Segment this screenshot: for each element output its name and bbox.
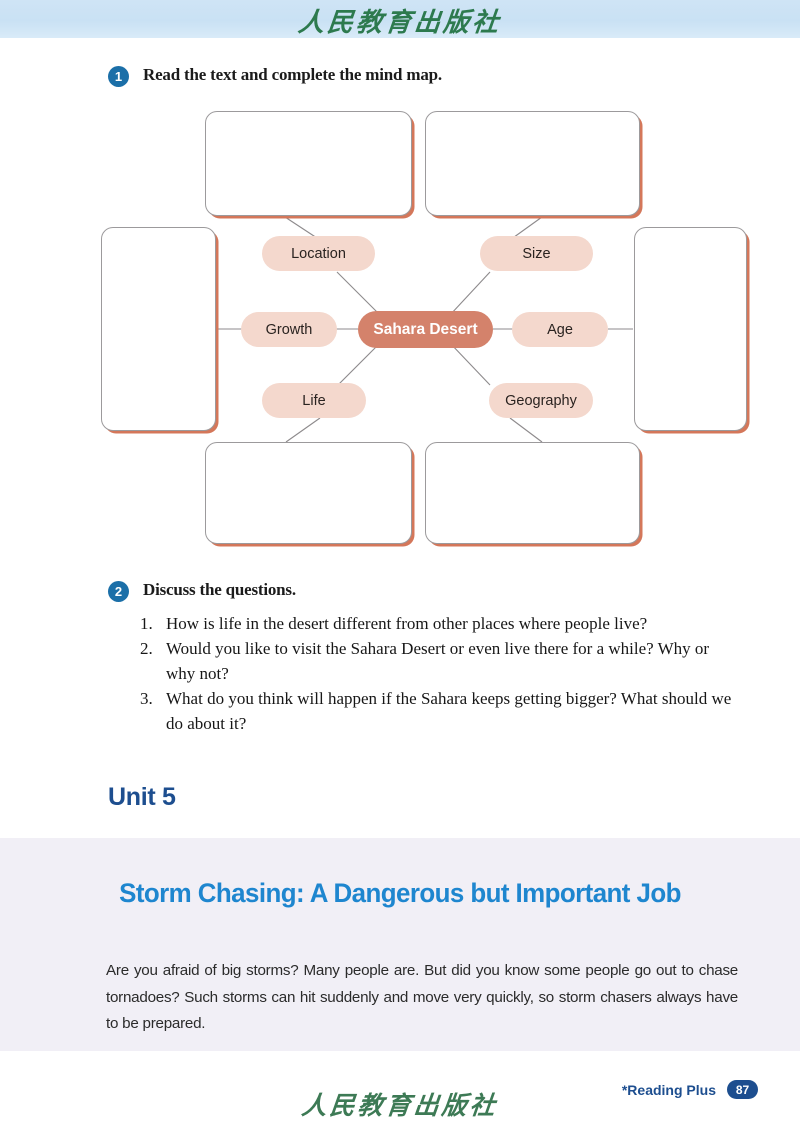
answer-box-growth[interactable] [101,227,216,431]
mindmap-node-age[interactable]: Age [512,312,608,347]
activity-2-header: 2 Discuss the questions. [108,580,296,602]
activity-2-number-badge: 2 [108,581,129,602]
mindmap-node-size[interactable]: Size [480,236,593,271]
reading-passage-body: Are you afraid of big storms? Many peopl… [106,962,738,1032]
answer-box-size[interactable] [425,111,640,216]
page-number-badge: 87 [727,1080,758,1099]
question-number: 2. [140,639,153,658]
activity-2-title: Discuss the questions. [143,580,296,599]
question-text: Would you like to visit the Sahara Deser… [166,639,710,683]
mindmap-node-geography[interactable]: Geography [489,383,593,418]
mindmap-node-location[interactable]: Location [262,236,375,271]
unit-heading: Unit 5 [108,783,176,811]
activity-1-number-badge: 1 [108,66,129,87]
answer-box-life[interactable] [205,442,412,544]
reading-passage-panel: Storm Chasing: A Dangerous but Important… [0,838,800,1051]
mindmap-node-growth[interactable]: Growth [241,312,337,347]
answer-box-age[interactable] [634,227,747,431]
publisher-logo-bottom: 人民教育出版社 [300,1093,500,1120]
activity-1-title: Read the text and complete the mind map. [143,65,442,84]
page-header-band: 人民教育出版社 [0,0,800,38]
answer-box-location[interactable] [205,111,412,216]
question-number: 3. [140,689,153,708]
question-text: How is life in the desert different from… [166,614,648,633]
mind-map: Location Size Growth Age Life Geography … [90,100,760,555]
discussion-question-item: 3. What do you think will happen if the … [140,686,740,736]
discussion-question-list: 1. How is life in the desert different f… [140,611,740,736]
mindmap-center-node[interactable]: Sahara Desert [358,311,493,348]
discussion-question-item: 2. Would you like to visit the Sahara De… [140,636,740,686]
question-text: What do you think will happen if the Sah… [166,689,732,733]
mind-map-connectors [216,216,633,443]
publisher-logo-top: 人民教育出版社 [296,8,503,37]
reading-passage-title: Storm Chasing: A Dangerous but Important… [119,878,681,908]
footer-section-label: *Reading Plus [621,1082,716,1098]
question-number: 1. [140,614,153,633]
mindmap-node-life[interactable]: Life [262,383,366,418]
answer-box-geography[interactable] [425,442,640,544]
activity-1-header: 1 Read the text and complete the mind ma… [108,65,442,87]
discussion-question-item: 1. How is life in the desert different f… [140,611,740,636]
